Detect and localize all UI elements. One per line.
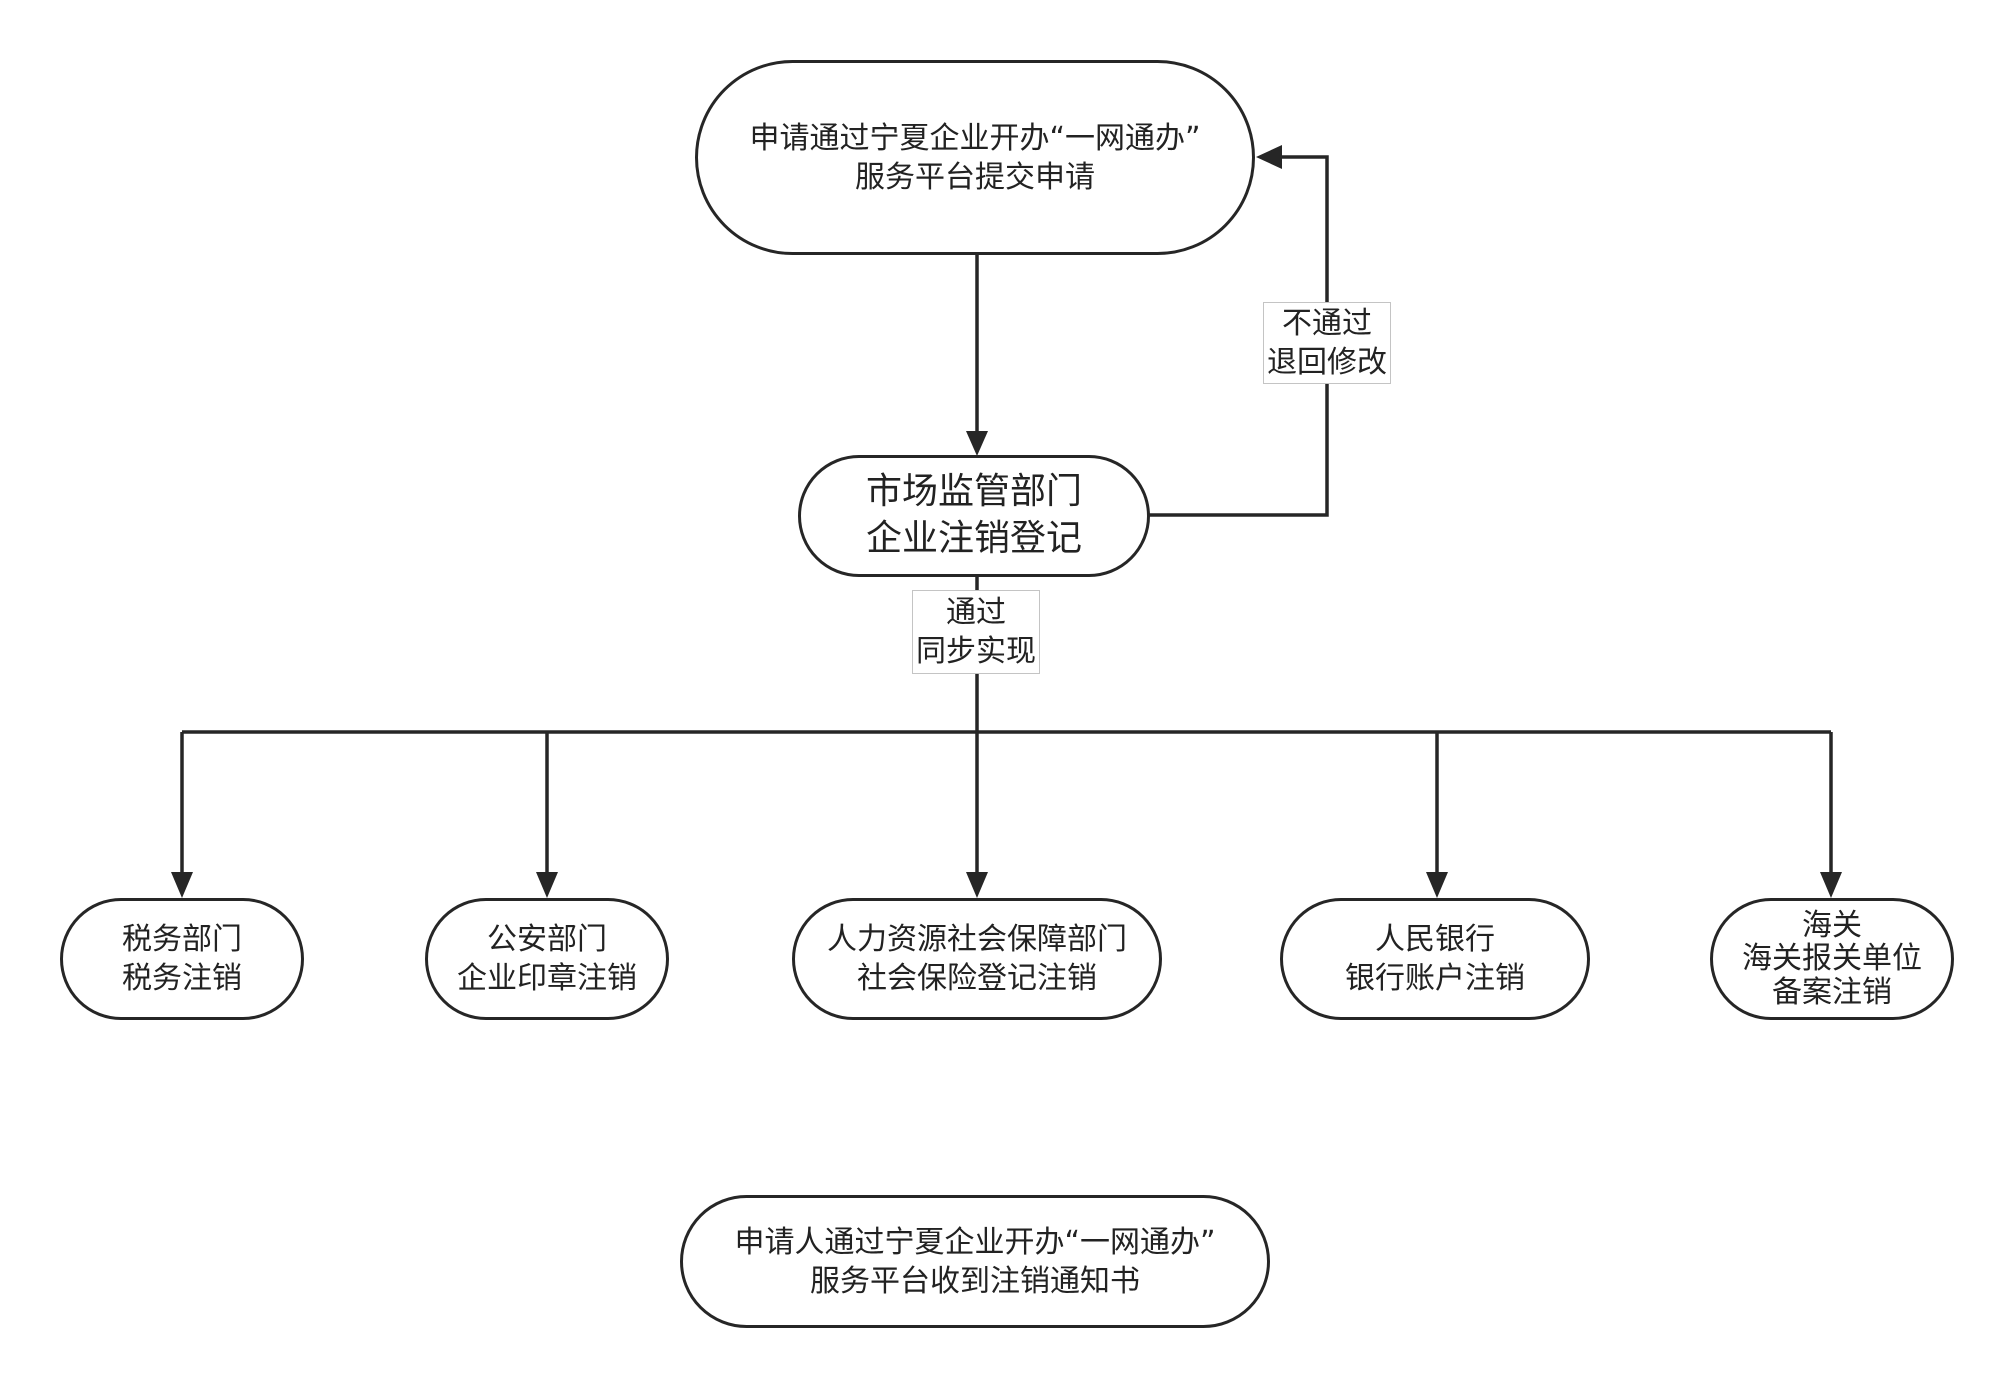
node-customs-line-3: 备案注销 (1772, 974, 1892, 1010)
node-market-line-2: 企业注销登记 (865, 518, 1082, 559)
arrowhead-customs (1820, 872, 1842, 898)
node-bank-line-1: 人民银行 (1375, 922, 1495, 957)
edge-label-pass: 通过 同步实现 (912, 590, 1040, 674)
node-hr-line-1: 人力资源社会保障部门 (827, 922, 1127, 957)
node-bank-line-2: 银行账户注销 (1345, 961, 1525, 996)
node-notice-line-1: 申请人通过宁夏企业开办“一网通办” (734, 1224, 1216, 1260)
arrowhead-hr (966, 872, 988, 898)
edge-label-pass-line-2: 同步实现 (916, 634, 1036, 669)
node-tax: 税务部门 税务注销 (60, 898, 304, 1020)
arrowhead-tax (171, 872, 193, 898)
node-police-line-2: 企业印章注销 (457, 961, 637, 996)
node-customs: 海关 海关报关单位 备案注销 (1710, 898, 1954, 1020)
node-submit-line-2: 服务平台提交申请 (855, 159, 1095, 195)
node-police-line-1: 公安部门 (487, 922, 607, 957)
node-market-line-1: 市场监管部门 (865, 471, 1082, 513)
edge-label-reject: 不通过 退回修改 (1263, 302, 1391, 384)
edge-label-reject-line-1: 不通过 (1282, 306, 1372, 341)
node-customs-line-1: 海关 (1802, 907, 1862, 943)
node-customs-line-2: 海关报关单位 (1742, 941, 1922, 977)
node-human-resources: 人力资源社会保障部门 社会保险登记注销 (792, 898, 1162, 1020)
node-tax-line-1: 税务部门 (122, 922, 242, 957)
node-hr-line-2: 社会保险登记注销 (857, 961, 1097, 996)
edge-label-pass-line-1: 通过 (946, 595, 1006, 630)
node-notice-line-2: 服务平台收到注销通知书 (810, 1263, 1140, 1299)
edge-label-reject-line-2: 退回修改 (1267, 345, 1387, 380)
node-peoples-bank: 人民银行 银行账户注销 (1280, 898, 1590, 1020)
node-submit-line-1: 申请通过宁夏企业开办“一网通办” (749, 120, 1201, 156)
node-submit-application: 申请通过宁夏企业开办“一网通办” 服务平台提交申请 (695, 60, 1255, 255)
node-police: 公安部门 企业印章注销 (425, 898, 669, 1020)
node-tax-line-2: 税务注销 (122, 961, 242, 996)
arrowhead-market (966, 431, 988, 456)
arrowhead-submit (1256, 145, 1282, 169)
arrowhead-police (536, 872, 558, 898)
node-receive-notice: 申请人通过宁夏企业开办“一网通办” 服务平台收到注销通知书 (680, 1195, 1270, 1328)
arrowhead-bank (1426, 872, 1448, 898)
node-market-supervision: 市场监管部门 企业注销登记 (798, 455, 1150, 577)
